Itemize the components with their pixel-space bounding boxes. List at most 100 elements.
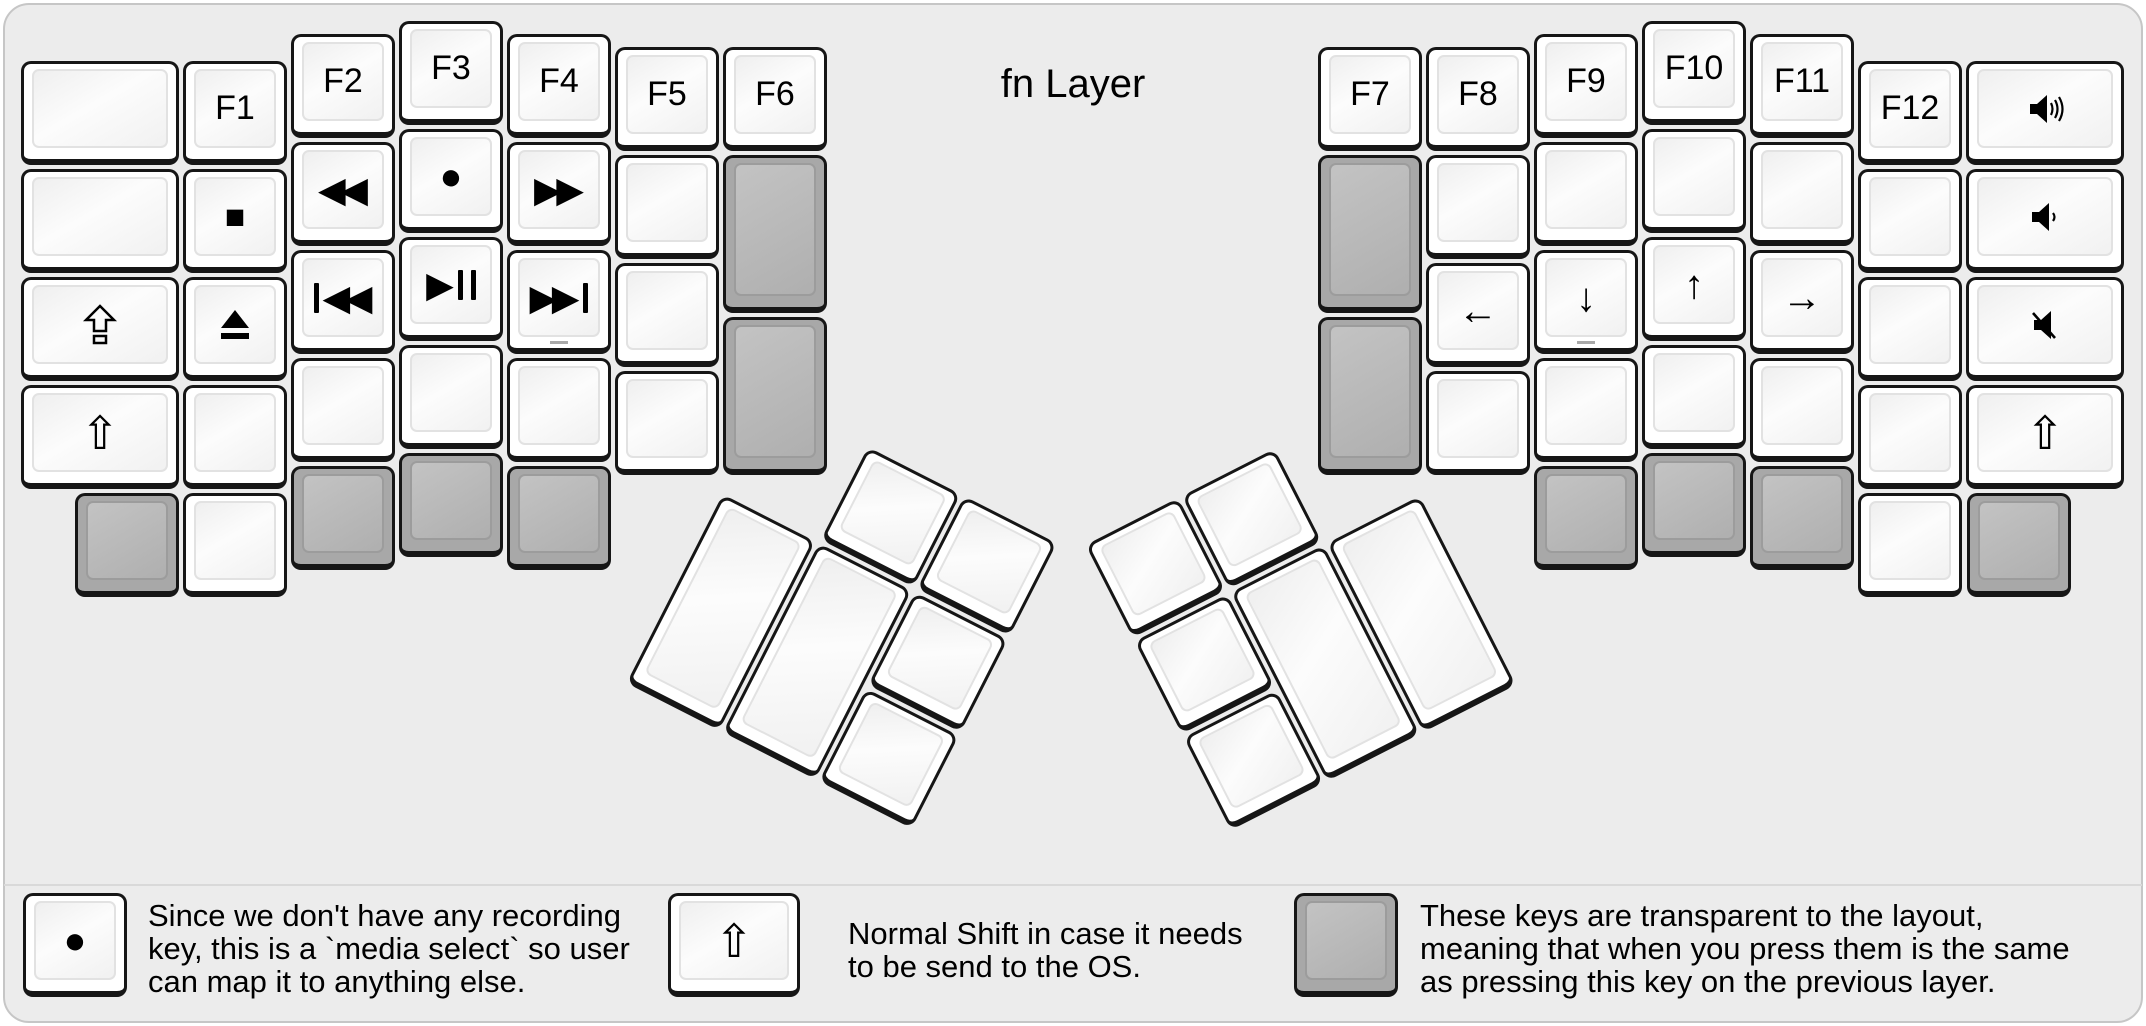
key-F11: F11 (1750, 34, 1854, 138)
key-label: F8 (1458, 75, 1498, 113)
key-label: F9 (1566, 62, 1606, 100)
key-label: F11 (1773, 62, 1831, 100)
key-arrow-right: → (1750, 250, 1854, 354)
fast-forward-icon: ▶▶ (534, 168, 584, 210)
key-blank (183, 385, 287, 489)
key-volume-up (1966, 61, 2124, 165)
key-label: F10 (1664, 49, 1724, 87)
arrow-up-icon: ↑ (1684, 262, 1704, 307)
transparent-key-sample (1294, 893, 1398, 997)
key-transparent (1642, 453, 1746, 557)
key-transparent (399, 453, 503, 557)
key-label: F12 (1880, 89, 1940, 127)
key-blank (1858, 277, 1962, 381)
key-blank (1426, 371, 1530, 475)
key-blank (1534, 142, 1638, 246)
key-blank (1858, 385, 1962, 489)
key-blank (21, 61, 179, 165)
key-blank (1534, 358, 1638, 462)
record-icon: ● (439, 155, 463, 198)
mute-icon (2023, 308, 2067, 342)
key-label: F1 (215, 89, 255, 127)
key-label: F3 (431, 49, 471, 87)
key-F12: F12 (1858, 61, 1962, 165)
key-blank (1642, 345, 1746, 449)
shift-icon: ⇧ (714, 914, 754, 967)
key-shift: ⇧ (1966, 385, 2124, 489)
key-F2: F2 (291, 34, 395, 138)
key-F5: F5 (615, 47, 719, 151)
key-transparent (1967, 493, 2071, 597)
key-blank (1858, 169, 1962, 273)
key-caps-lock (21, 277, 179, 381)
key-label: F2 (323, 62, 363, 100)
key-mute (1966, 277, 2124, 381)
key-blank (615, 371, 719, 475)
key-rewind: ◀◀ (291, 142, 395, 246)
key-label: F5 (647, 75, 687, 113)
key-blank (1426, 155, 1530, 259)
key-blank (615, 263, 719, 367)
shift-icon: ⇧ (80, 406, 120, 459)
key-transparent (1750, 466, 1854, 570)
arrow-right-icon: → (1782, 275, 1822, 320)
secondary-underscore-label (550, 341, 568, 344)
key-blank (1750, 358, 1854, 462)
key-stop: ■ (183, 169, 287, 273)
key-blank (507, 358, 611, 462)
shift-icon: ⇧ (2025, 406, 2065, 459)
legend-item-transparent: These keys are transparent to the layout… (1294, 893, 2070, 1013)
rewind-icon: ◀◀ (318, 168, 368, 210)
arrow-left-icon: ← (1458, 288, 1498, 333)
stop-icon: ■ (224, 197, 246, 236)
next-track-icon: ▶▶ (530, 279, 589, 316)
key-F9: F9 (1534, 34, 1638, 138)
legend-text-media-select: Since we don't have any recording key, t… (148, 898, 630, 999)
legend-divider (4, 884, 2142, 886)
legend: ● Since we don't have any recording key,… (0, 893, 2146, 1013)
volume-up-icon (2023, 92, 2067, 126)
key-shift: ⇧ (21, 385, 179, 489)
key-blank (399, 345, 503, 449)
key-label: F4 (539, 62, 579, 100)
key-transparent (1534, 466, 1638, 570)
key-blank (183, 493, 287, 597)
play-pause-icon: ▶ (426, 266, 476, 303)
key-transparent (1318, 317, 1422, 475)
key-transparent (723, 155, 827, 313)
key-F1: F1 (183, 61, 287, 165)
layer-title: fn Layer (1000, 62, 1146, 106)
key-F10: F10 (1642, 21, 1746, 125)
key-prev-track: ◀◀ (291, 250, 395, 354)
key-transparent (291, 466, 395, 570)
key-play-pause: ▶ (399, 237, 503, 341)
key-next-track: ▶▶ (507, 250, 611, 354)
key-label: F6 (755, 75, 795, 113)
key-transparent (507, 466, 611, 570)
key-F4: F4 (507, 34, 611, 138)
key-arrow-down: ↓ (1534, 250, 1638, 354)
key-blank (1642, 129, 1746, 233)
key-F3: F3 (399, 21, 503, 125)
prev-track-icon: ◀◀ (313, 279, 372, 316)
key-F8: F8 (1426, 47, 1530, 151)
key-transparent (1318, 155, 1422, 313)
key-blank (1750, 142, 1854, 246)
key-blank (291, 358, 395, 462)
key-blank (615, 155, 719, 259)
key-F7: F7 (1318, 47, 1422, 151)
eject-icon (217, 309, 253, 341)
caps-lock-icon (80, 303, 120, 347)
key-record: ● (399, 129, 503, 233)
legend-text-shift: Normal Shift in case it needs to be send… (848, 916, 1243, 984)
legend-text-transparent: These keys are transparent to the layout… (1420, 898, 2070, 999)
key-fast-forward: ▶▶ (507, 142, 611, 246)
key-label: F7 (1350, 75, 1390, 113)
key-transparent (75, 493, 179, 597)
key-volume-down (1966, 169, 2124, 273)
key-arrow-up: ↑ (1642, 237, 1746, 341)
record-key-sample: ● (23, 893, 127, 997)
key-arrow-left: ← (1426, 263, 1530, 367)
secondary-underscore-label (1577, 341, 1595, 344)
